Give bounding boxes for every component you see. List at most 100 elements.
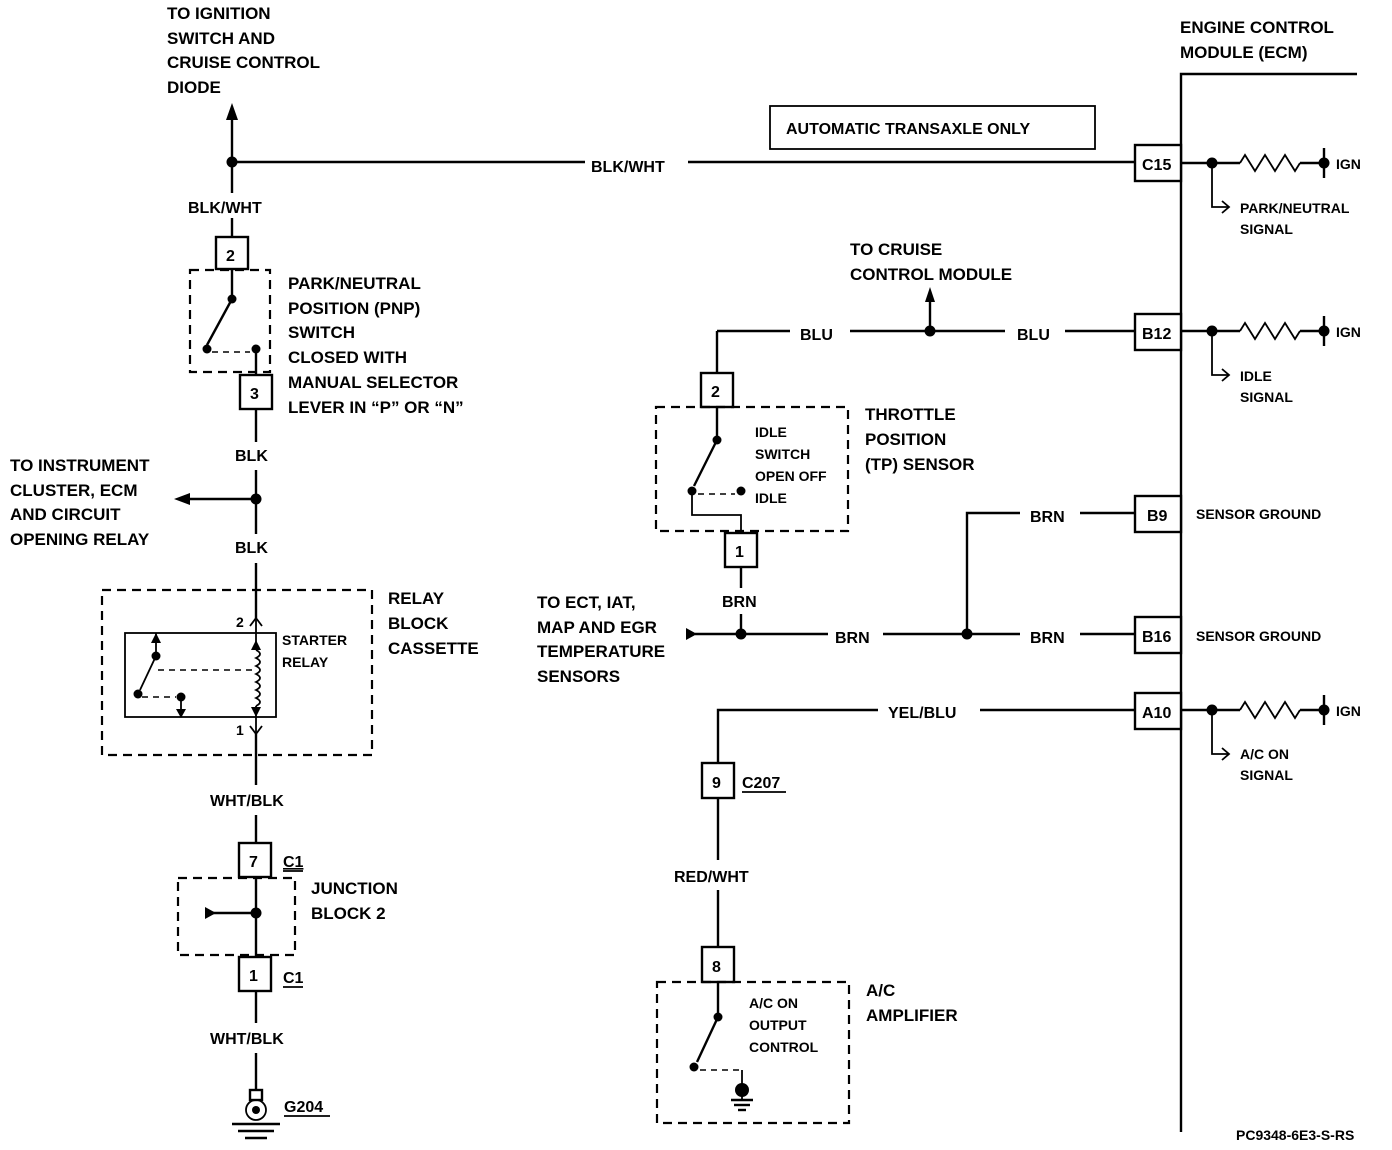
svg-text:BRN: BRN: [835, 630, 870, 647]
svg-text:SWITCH AND: SWITCH AND: [167, 29, 275, 48]
svg-text:OUTPUT: OUTPUT: [749, 1017, 807, 1033]
svg-text:BLOCK: BLOCK: [388, 614, 449, 633]
wire-wht-blk-upper: WHT/BLK: [210, 734, 284, 843]
svg-text:CASSETTE: CASSETTE: [388, 639, 479, 658]
svg-text:IGN: IGN: [1336, 156, 1361, 172]
idle-signal-circuit: IGN IDLE SIGNAL: [1181, 316, 1361, 405]
svg-text:DIODE: DIODE: [167, 78, 221, 97]
svg-text:STARTER: STARTER: [282, 632, 347, 648]
svg-text:RELAY: RELAY: [282, 654, 329, 670]
wire-blu: BLU BLU: [715, 325, 1135, 373]
svg-text:2: 2: [236, 614, 244, 630]
pnp-pin-2-box: [214, 235, 250, 271]
jb-connector-c1-top: C1: [283, 854, 304, 871]
svg-text:WHT/BLK: WHT/BLK: [210, 793, 284, 810]
svg-text:BLK: BLK: [235, 540, 268, 557]
c207-label: C207: [742, 775, 780, 792]
svg-text:RELAY: RELAY: [388, 589, 445, 608]
svg-text:CLOSED WITH: CLOSED WITH: [288, 348, 407, 367]
ground-label: G204: [284, 1099, 323, 1116]
wire-label-blk-wht-vertical: BLK/WHT: [188, 200, 262, 217]
sensor-ground-labels: SENSOR GROUND SENSOR GROUND: [1196, 506, 1321, 644]
svg-text:BLOCK 2: BLOCK 2: [311, 904, 386, 923]
svg-text:CONTROL: CONTROL: [749, 1039, 819, 1055]
svg-text:BRN: BRN: [722, 594, 757, 611]
svg-text:(TP) SENSOR: (TP) SENSOR: [865, 455, 975, 474]
tp-sensor-label: THROTTLE POSITION (TP) SENSOR: [865, 405, 975, 474]
ecm-pin-b16: B16: [1133, 615, 1183, 655]
ecm-pin-b12: B12: [1133, 312, 1183, 352]
ecm-pin-a10: A10: [1133, 691, 1183, 731]
svg-text:BLU: BLU: [800, 327, 833, 344]
svg-text:SENSORS: SENSORS: [537, 667, 620, 686]
ac-on-signal-circuit: IGN A/C ON SIGNAL: [1181, 695, 1361, 783]
svg-text:MANUAL SELECTOR: MANUAL SELECTOR: [288, 373, 458, 392]
svg-text:AND CIRCUIT: AND CIRCUIT: [10, 505, 121, 524]
svg-text:SENSOR GROUND: SENSOR GROUND: [1196, 628, 1321, 644]
svg-text:A/C ON: A/C ON: [749, 995, 798, 1011]
svg-text:CRUISE CONTROL: CRUISE CONTROL: [167, 53, 320, 72]
sensors-destination-label: TO ECT, IAT, MAP AND EGR TEMPERATURE SEN…: [537, 593, 665, 686]
ecm-pin-c15: C15: [1133, 143, 1183, 183]
svg-text:SWITCH: SWITCH: [755, 446, 810, 462]
jb-pin-1: 1: [249, 968, 258, 985]
tp-sensor: 2 1 IDLE SWITCH OPEN OFF IDLE: [654, 371, 850, 569]
svg-text:BLK: BLK: [235, 448, 268, 465]
wire-yel-blu: YEL/BLU 9 C207: [700, 705, 1135, 800]
svg-text:A/C: A/C: [866, 981, 895, 1000]
svg-text:IGN: IGN: [1336, 703, 1361, 719]
svg-text:IDLE: IDLE: [755, 424, 787, 440]
wire-label-blk-wht: BLK/WHT: [591, 159, 665, 176]
ignition-arrow: [226, 103, 238, 162]
svg-text:SWITCH: SWITCH: [288, 323, 355, 342]
cruise-destination-label: TO CRUISE CONTROL MODULE: [850, 240, 1012, 331]
svg-text:THROTTLE: THROTTLE: [865, 405, 956, 424]
ground-g204: G204: [232, 1088, 330, 1140]
pnp-pin-3: 3: [250, 386, 259, 403]
svg-text:AUTOMATIC TRANSAXLE ONLY: AUTOMATIC TRANSAXLE ONLY: [786, 121, 1030, 138]
svg-text:B9: B9: [1147, 508, 1168, 525]
park-neutral-signal-circuit: IGN PARK/NEUTRAL SIGNAL: [1181, 148, 1361, 237]
svg-text:BLU: BLU: [1017, 327, 1050, 344]
pnp-switch: 2 3: [188, 218, 274, 411]
svg-text:TO INSTRUMENT: TO INSTRUMENT: [10, 456, 150, 475]
svg-text:A10: A10: [1142, 705, 1171, 722]
svg-text:JUNCTION: JUNCTION: [311, 879, 398, 898]
ac-pin-8-box: [700, 945, 736, 984]
wire-blk-wht: BLK/WHT BLK/WHT: [188, 156, 1135, 217]
ecm-module: ENGINE CONTROL MODULE (ECM): [1179, 18, 1357, 1132]
tp-pin-2: 2: [711, 384, 720, 401]
svg-text:TO CRUISE: TO CRUISE: [850, 240, 942, 259]
svg-text:SIGNAL: SIGNAL: [1240, 389, 1293, 405]
pnp-switch-label: PARK/NEUTRAL POSITION (PNP) SWITCH CLOSE…: [288, 274, 464, 417]
svg-text:OPENING RELAY: OPENING RELAY: [10, 530, 150, 549]
svg-text:POSITION (PNP): POSITION (PNP): [288, 299, 420, 318]
svg-text:MODULE (ECM): MODULE (ECM): [1180, 43, 1307, 62]
svg-text:CLUSTER, ECM: CLUSTER, ECM: [10, 481, 138, 500]
svg-text:TO ECT, IAT,: TO ECT, IAT,: [537, 593, 636, 612]
svg-text:MAP AND EGR: MAP AND EGR: [537, 618, 657, 637]
svg-text:ENGINE CONTROL: ENGINE CONTROL: [1180, 18, 1334, 37]
svg-text:A/C ON: A/C ON: [1240, 746, 1289, 762]
ecm-pin-b9: B9: [1133, 494, 1183, 534]
starter-relay: STARTER RELAY 2 1: [124, 614, 347, 738]
svg-text:C15: C15: [1142, 157, 1171, 174]
svg-text:B16: B16: [1142, 629, 1171, 646]
svg-text:TEMPERATURE: TEMPERATURE: [537, 642, 665, 661]
svg-text:POSITION: POSITION: [865, 430, 946, 449]
svg-text:CONTROL MODULE: CONTROL MODULE: [850, 265, 1012, 284]
jb-pin-1-box: [237, 955, 273, 993]
jb-connector-c1-bottom: C1: [283, 970, 304, 987]
svg-text:IDLE: IDLE: [1240, 368, 1272, 384]
svg-text:BRN: BRN: [1030, 509, 1065, 526]
ignition-destination-label: TO IGNITION SWITCH AND CRUISE CONTROL DI…: [167, 4, 320, 97]
svg-text:IDLE: IDLE: [755, 490, 787, 506]
svg-text:PARK/NEUTRAL: PARK/NEUTRAL: [288, 274, 421, 293]
wire-red-wht: RED/WHT: [674, 798, 749, 947]
svg-text:WHT/BLK: WHT/BLK: [210, 1031, 284, 1048]
pnp-pin-2: 2: [226, 248, 235, 265]
svg-text:YEL/BLU: YEL/BLU: [888, 705, 956, 722]
svg-text:B12: B12: [1142, 326, 1171, 343]
jb-pin-7: 7: [249, 854, 258, 871]
wire-wht-blk-lower: WHT/BLK: [210, 991, 284, 1092]
